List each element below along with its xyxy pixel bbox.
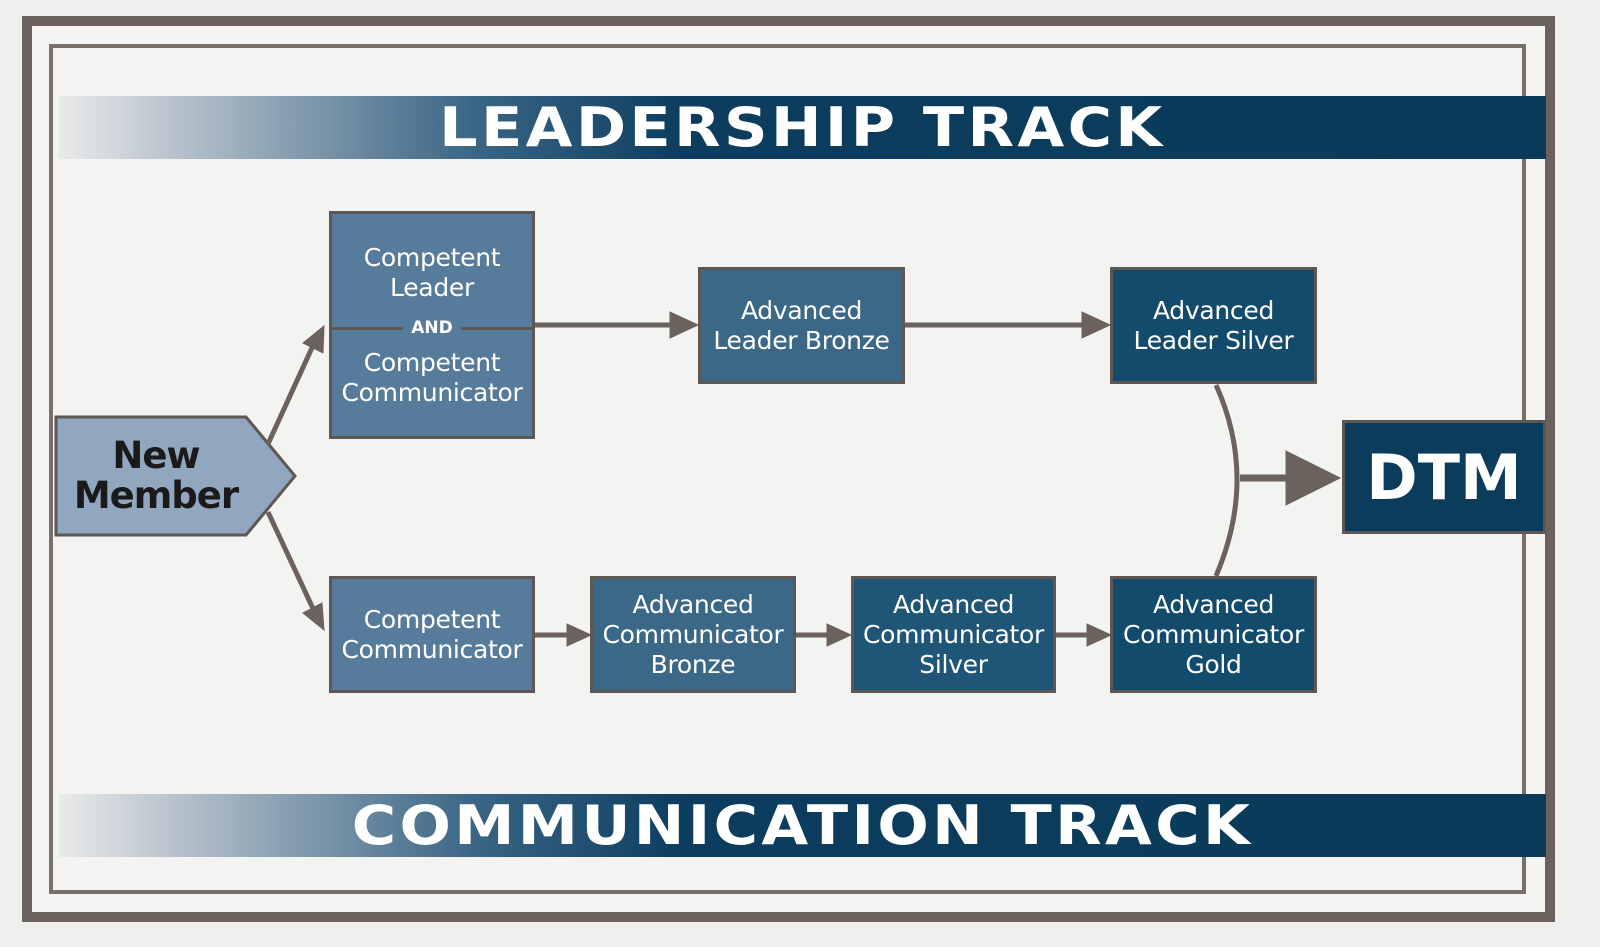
inner-frame	[49, 44, 1526, 894]
arrow-cl-to-alb-head	[669, 311, 700, 339]
advanced-leader-bronze-label: Advanced Leader Bronze	[713, 295, 890, 355]
arrow-start-to-leadership-head	[302, 324, 325, 354]
new-member-label: New Member	[73, 434, 239, 517]
arrow-alb-to-als-head	[1081, 311, 1112, 339]
advanced-communicator-silver-box: Advanced Communicator Silver	[851, 576, 1056, 693]
advanced-communicator-bronze-box: Advanced Communicator Bronze	[590, 576, 796, 693]
advanced-communicator-bronze-label: Advanced Communicator Bronze	[602, 589, 784, 679]
arrow-acs-to-acg-head	[1086, 623, 1113, 647]
advanced-leader-silver-box: Advanced Leader Silver	[1110, 267, 1317, 384]
arrow-cc-to-acb-head	[566, 623, 593, 647]
competent-leader-and-communicator-box: Competent Leader Competent Communicator …	[329, 211, 535, 439]
dtm-box: DTM	[1342, 420, 1546, 534]
competent-communicator-box: Competent Communicator	[329, 576, 535, 693]
advanced-communicator-gold-label: Advanced Communicator Gold	[1123, 589, 1304, 679]
and-divider-line-left	[332, 326, 404, 330]
merge-curve	[1213, 383, 1240, 577]
and-divider-line-right	[460, 326, 532, 330]
arrow-start-to-leadership	[265, 337, 319, 446]
arrow-acb-to-acs-head	[826, 623, 853, 647]
competent-communicator-label: Competent Communicator	[341, 347, 523, 407]
start-node-shape	[54, 415, 297, 537]
advanced-leader-bronze-box: Advanced Leader Bronze	[698, 267, 905, 384]
arrow-start-to-communication-head	[302, 602, 325, 632]
leadership-track-title: LEADERSHIP TRACK	[439, 96, 1166, 159]
advanced-communicator-gold-box: Advanced Communicator Gold	[1110, 576, 1317, 693]
competent-communicator-label: Competent Communicator	[341, 604, 523, 664]
competent-leader-label: Competent Leader	[363, 242, 501, 302]
and-label: AND	[411, 318, 453, 338]
advanced-communicator-silver-label: Advanced Communicator Silver	[863, 589, 1044, 679]
dtm-label: DTM	[1366, 440, 1522, 514]
communication-track-banner: COMMUNICATION TRACK	[59, 794, 1546, 857]
advanced-leader-silver-label: Advanced Leader Silver	[1133, 295, 1294, 355]
arrow-start-to-communication	[265, 510, 319, 617]
and-divider: AND	[332, 318, 532, 338]
leadership-track-banner: LEADERSHIP TRACK	[59, 96, 1546, 159]
arrow-merge-to-dtm-head	[1285, 450, 1342, 506]
communication-track-title: COMMUNICATION TRACK	[351, 794, 1254, 857]
